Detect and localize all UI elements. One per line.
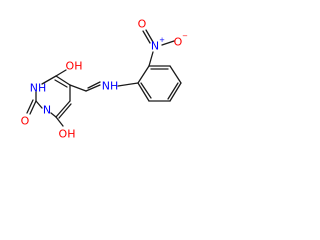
bond-ph-3-4	[169, 65, 182, 84]
bond-n-o-double	[145, 29, 154, 43]
bond-c4-c5-double	[58, 103, 72, 119]
bond-ph-nitro	[148, 51, 154, 67]
bond-c2-o	[29, 100, 37, 115]
atom-nitro-n: N	[151, 40, 159, 53]
atom-left-nh: NH	[30, 82, 47, 95]
bond-n-o-double-b	[142, 30, 151, 44]
atom-labels: OH NH N O OH NH N + O O −	[21, 18, 188, 141]
bond-c6-n1	[41, 75, 57, 85]
bond-c5-c6	[55, 75, 71, 86]
atom-top-oh: OH	[66, 60, 83, 73]
nitro-plus-charge: +	[159, 36, 165, 44]
nitro-minus-charge: −	[182, 32, 188, 40]
atom-nitro-o-minus: O	[174, 36, 183, 49]
atom-ring-o: O	[21, 115, 30, 128]
pyrimidine-ring	[35, 75, 72, 119]
bond-c6-oh	[55, 69, 67, 77]
atom-nitro-o-double: O	[138, 18, 147, 31]
atom-bottom-n: N	[43, 104, 51, 117]
phenyl-ring	[137, 65, 182, 102]
bond-c2-o-double	[26, 99, 34, 114]
bond-ch-n-double	[87, 81, 101, 89]
bond-ph-4-5-double	[167, 82, 179, 100]
bond-n3-c4	[50, 112, 57, 118]
bond-c4-oh	[55, 116, 64, 127]
bond-ch-n	[85, 84, 101, 92]
bond-c5-c6-double	[54, 79, 68, 88]
bond-ph-1-2	[137, 65, 150, 84]
atom-bottom-oh: OH	[59, 128, 76, 141]
molecule-diagram: OH NH N O OH NH N + O O −	[0, 0, 218, 158]
bond-c4-c5	[55, 100, 71, 118]
bond-ph-4-5	[169, 82, 182, 102]
nitro-bonds	[142, 29, 175, 67]
bond-n-o-single	[161, 40, 175, 46]
atom-amine-nh: NH	[102, 80, 119, 93]
substituent-bonds	[26, 69, 139, 127]
bond-ph-6-1	[137, 82, 150, 102]
bond-c2-n3	[35, 100, 43, 109]
bond-ph-6-1-double	[140, 82, 152, 99]
bond-c5-ch	[69, 84, 87, 92]
bond-nh-phenyl	[117, 82, 139, 87]
structure-svg: OH NH N O OH NH N + O O −	[21, 18, 188, 141]
